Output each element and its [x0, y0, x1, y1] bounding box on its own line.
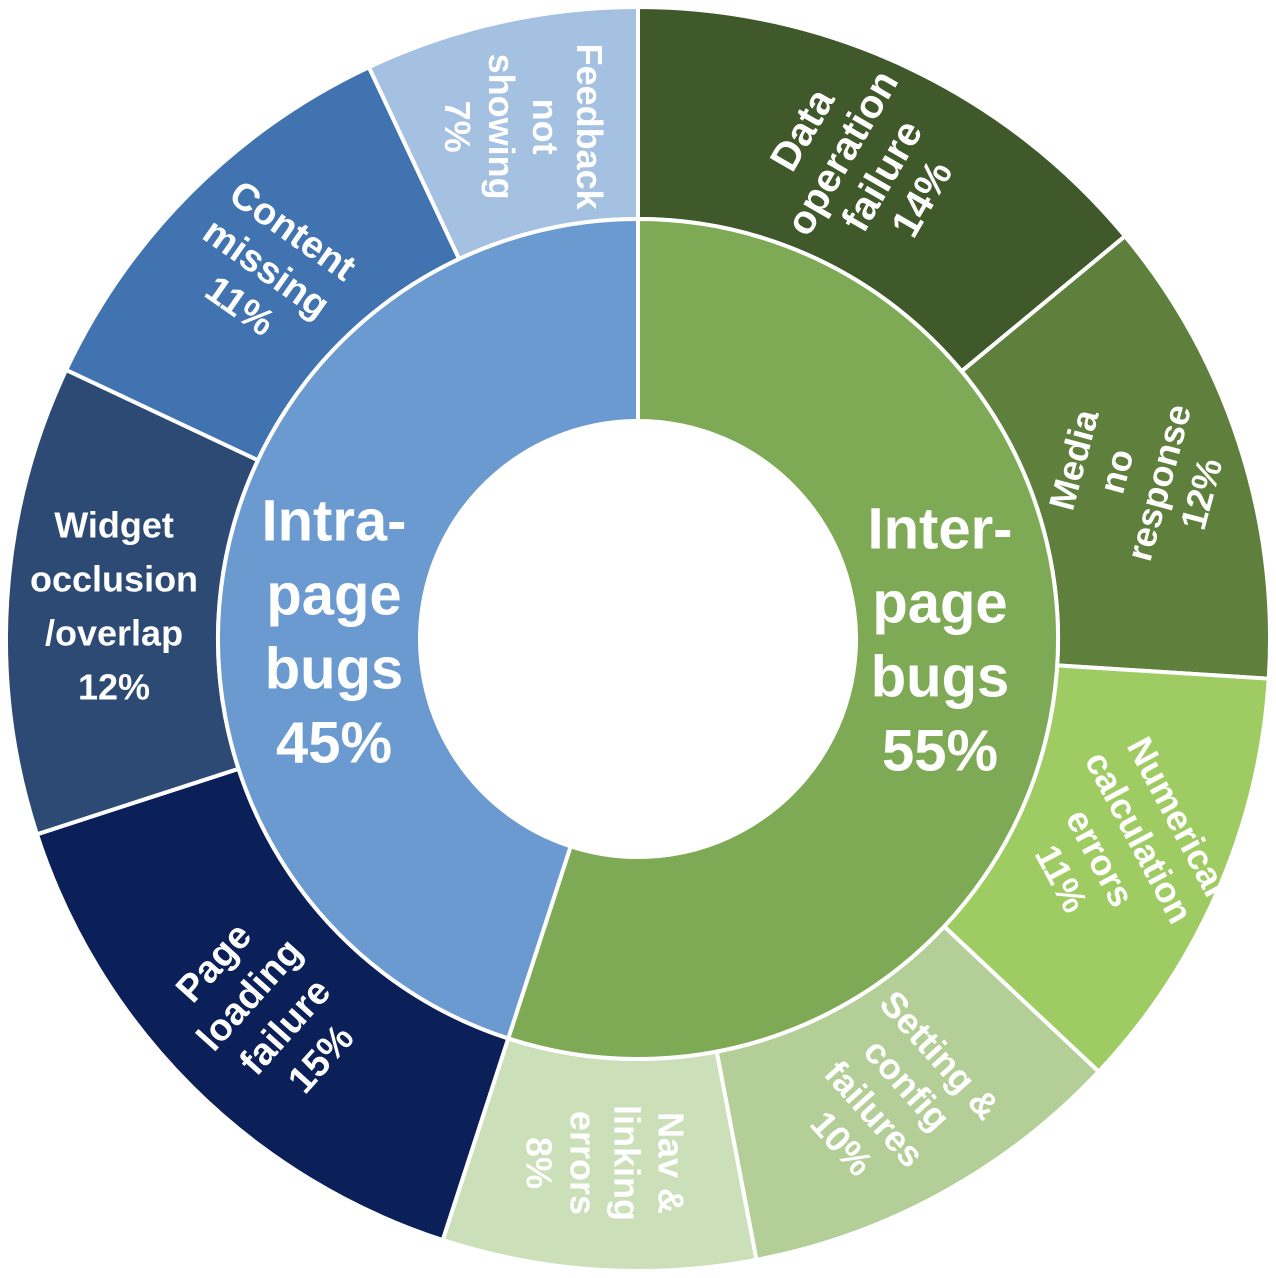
inner-label-intra-page-bugs-line: bugs	[265, 636, 404, 701]
outer-label-feedback-not-showing-line: 7%	[437, 101, 478, 153]
inner-label-intra-page-bugs-line: Intra-	[262, 488, 407, 553]
outer-label-nav-linking-errors-line: linking	[606, 1105, 647, 1221]
inner-labels: Inter-page bugs 55% Intra-page bugs 45%	[262, 488, 1013, 783]
outer-label-nav-linking-errors: Nav &linkingerrors8%	[518, 1105, 691, 1221]
outer-label-feedback-not-showing-line: showing	[481, 54, 522, 200]
outer-label-widget-occlusion-overlap-line: Widget	[54, 505, 174, 546]
inner-label-inter-page-bugs-line: bugs	[871, 644, 1010, 709]
outer-ring	[4, 4, 1272, 1274]
outer-label-nav-linking-errors-line: 8%	[518, 1137, 559, 1189]
inner-segment-intra-page-bugs	[216, 216, 640, 1041]
outer-label-widget-occlusion-overlap-line: occlusion	[30, 559, 198, 600]
inner-label-intra-page-bugs-line: page	[266, 562, 401, 627]
inner-label-intra-page-bugs: Intra-page bugs 45%	[262, 488, 407, 775]
inner-label-inter-page-bugs: Inter-page bugs 55%	[868, 496, 1013, 783]
inner-label-inter-page-bugs-line: Inter-	[868, 496, 1013, 561]
inner-label-inter-page-bugs-line: 55%	[882, 718, 998, 783]
outer-label-widget-occlusion-overlap: Widget occlusion/overlap 12%	[30, 505, 198, 708]
outer-label-nav-linking-errors-line: Nav &	[650, 1112, 691, 1214]
outer-label-feedback-not-showing-line: Feedback	[569, 44, 610, 211]
outer-label-widget-occlusion-overlap-line: /overlap	[45, 613, 183, 654]
inner-label-intra-page-bugs-line: 45%	[276, 710, 392, 775]
outer-label-nav-linking-errors-line: errors	[562, 1111, 603, 1215]
inner-ring	[216, 216, 1060, 1061]
outer-label-feedback-not-showing: Feedbacknotshowing7%	[437, 44, 610, 211]
inner-label-inter-page-bugs-line: page	[872, 570, 1007, 635]
outer-label-widget-occlusion-overlap-line: 12%	[78, 667, 150, 708]
inner-segment-inter-page-bugs	[505, 216, 1060, 1061]
outer-label-feedback-not-showing-line: not	[525, 99, 566, 155]
